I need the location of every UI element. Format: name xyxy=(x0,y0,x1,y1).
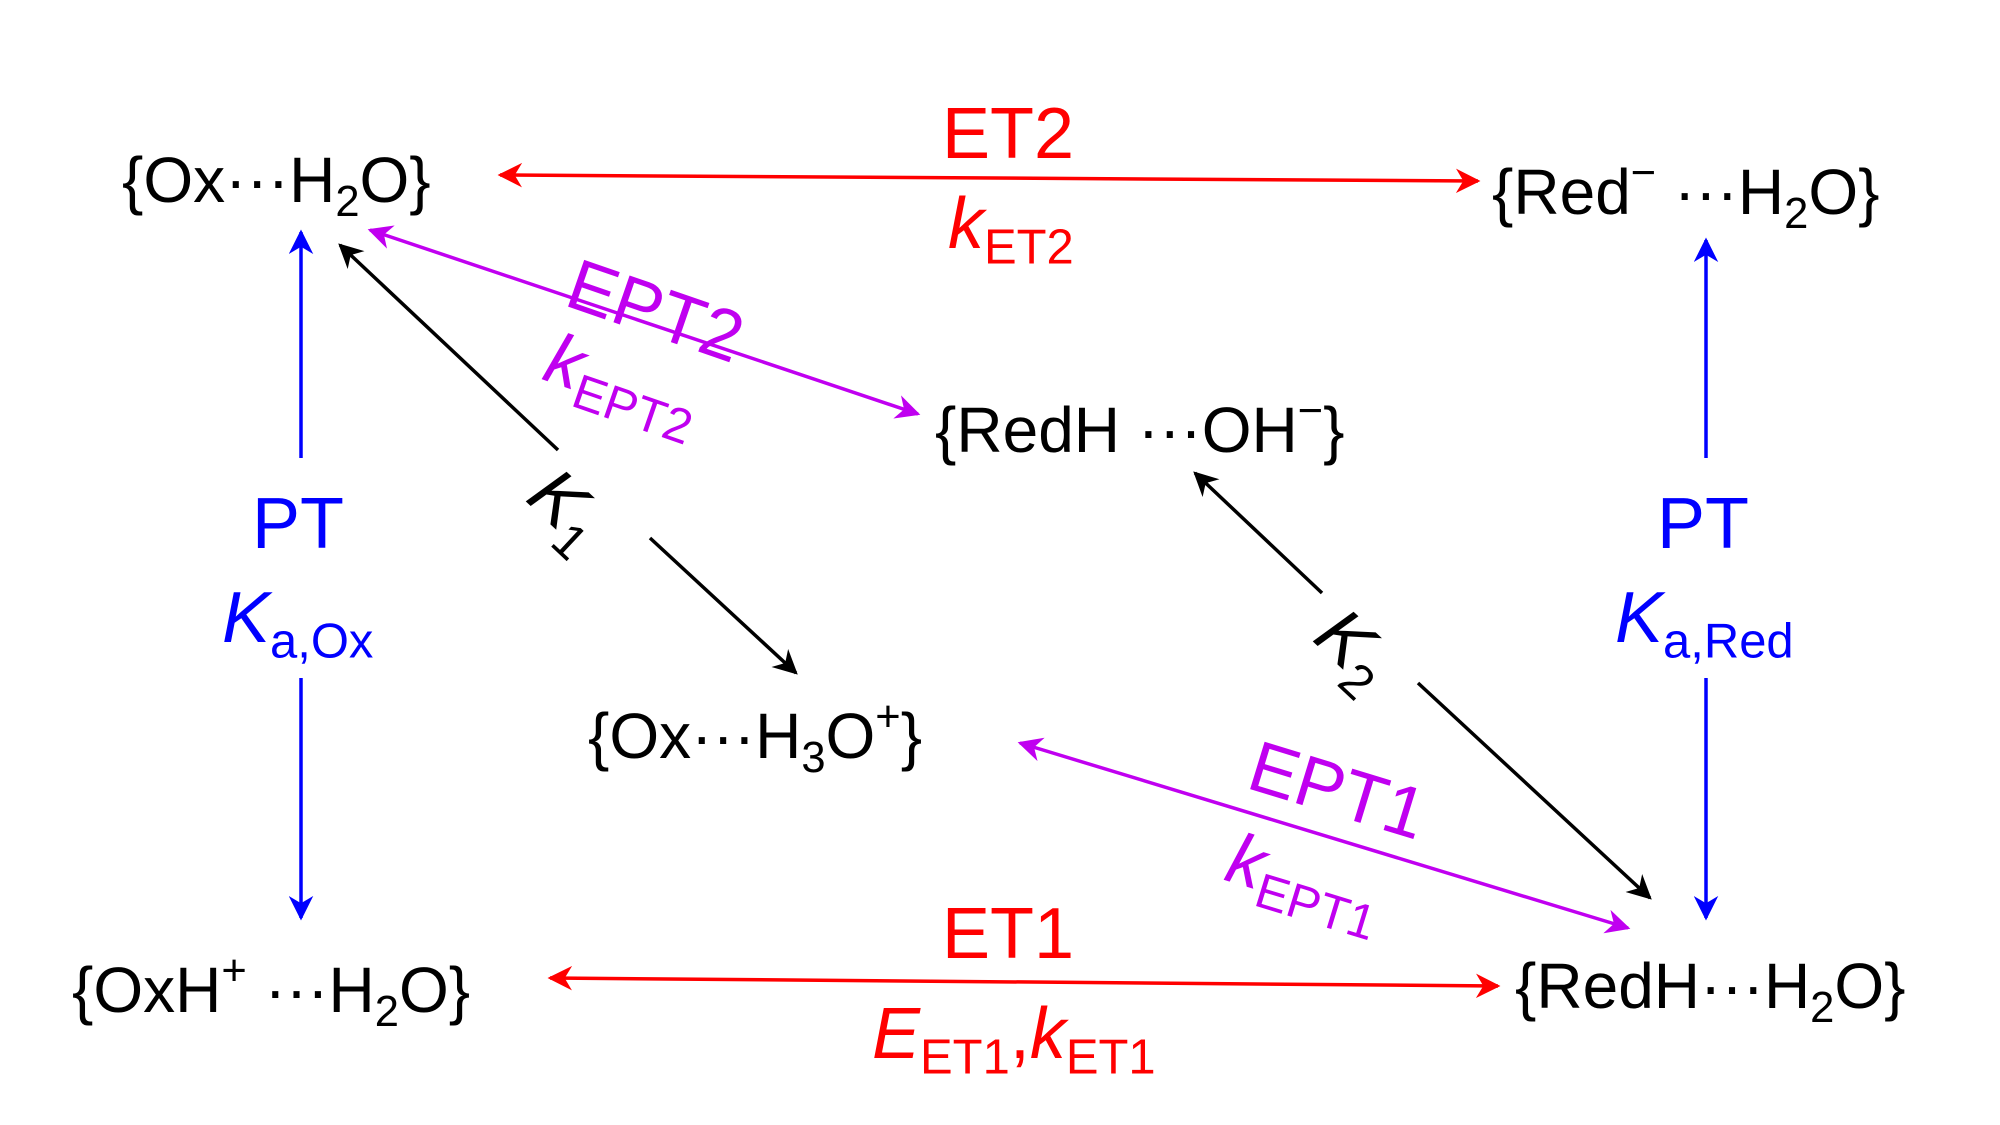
species-oxh-water: {OxH+ ···H2O} xyxy=(72,947,471,1036)
et1-energy-sub: ET1 xyxy=(920,1030,1010,1085)
species-ox-h3o-pre: {Ox···H xyxy=(588,699,802,772)
species-oxh-water-mid: ···H xyxy=(246,953,375,1026)
et2-arrow xyxy=(497,162,1481,194)
species-redh-water: {RedH···H2O} xyxy=(1515,954,1906,1030)
pt-left-constant-sub: a,Ox xyxy=(270,614,374,669)
species-oxh-water-post: O} xyxy=(398,953,471,1026)
species-ox-h3o: {Ox···H3O+} xyxy=(588,693,923,782)
k2-arrow-down xyxy=(1416,681,1652,900)
species-redh-oh-sup: − xyxy=(1297,387,1324,435)
species-ox-h3o-mid: O xyxy=(825,699,876,772)
species-redh-oh: {RedH ···OH−} xyxy=(935,387,1345,462)
k1-arrow-up xyxy=(338,243,560,452)
species-redh-water-pre: {RedH···H xyxy=(1515,950,1811,1022)
et1-arrow xyxy=(547,965,1501,999)
et1-params: EET1,kET1 xyxy=(872,998,1156,1083)
et1-rate-symbol: k xyxy=(1029,994,1066,1074)
species-red-water-mid: ···H xyxy=(1656,155,1785,228)
k2-arrow-up xyxy=(1193,471,1324,595)
species-red-water-sup: − xyxy=(1630,149,1657,197)
species-oxh-water-sub: 2 xyxy=(374,987,399,1036)
pt-right-constant-sub: a,Red xyxy=(1663,614,1794,669)
pt-left-constant-symbol: K xyxy=(222,578,271,658)
species-red-water-pre: {Red xyxy=(1492,155,1631,228)
species-red-water-post: O} xyxy=(1808,155,1880,228)
et1-label: ET1 xyxy=(942,894,1075,974)
et2-label: ET2 xyxy=(942,94,1075,174)
species-redh-oh-pre: {RedH ···OH xyxy=(935,393,1298,466)
species-ox-h3o-sub: 3 xyxy=(801,733,826,782)
species-ox-h3o-sup: + xyxy=(875,693,901,741)
species-red-water: {Red− ···H2O} xyxy=(1492,149,1880,238)
species-redh-water-sub: 2 xyxy=(1810,983,1835,1032)
species-ox-water-sub: 2 xyxy=(335,177,360,226)
et1-energy-symbol: E xyxy=(872,994,921,1074)
pt-right-label: PT xyxy=(1657,484,1750,564)
species-red-water-sub: 2 xyxy=(1784,189,1809,238)
species-ox-water: {Ox···H2O} xyxy=(122,148,431,224)
species-ox-h3o-post: } xyxy=(900,699,923,772)
ept1-arrow xyxy=(1017,737,1631,934)
species-redh-oh-post: } xyxy=(1323,393,1345,466)
et1-separator: , xyxy=(1009,994,1030,1074)
pt-left-label: PT xyxy=(252,484,345,564)
k1-arrow-down xyxy=(648,536,798,675)
pt-left-constant: Ka,Ox xyxy=(222,582,373,667)
species-oxh-water-pre: {OxH xyxy=(72,953,222,1026)
et1-rate-sub: ET1 xyxy=(1065,1030,1156,1085)
species-ox-water-post: O} xyxy=(359,144,431,216)
species-ox-water-pre: {Ox···H xyxy=(122,144,336,216)
et2-rate-sub: ET2 xyxy=(984,220,1074,275)
et2-rate-symbol: k xyxy=(948,184,984,264)
species-redh-water-post: O} xyxy=(1834,950,1906,1022)
pt-right-constant-symbol: K xyxy=(1615,578,1664,658)
et2-rate: kET2 xyxy=(948,188,1074,273)
pt-right-constant: Ka,Red xyxy=(1615,582,1794,667)
ept2-arrow xyxy=(367,225,921,419)
species-oxh-water-sup: + xyxy=(221,947,247,995)
